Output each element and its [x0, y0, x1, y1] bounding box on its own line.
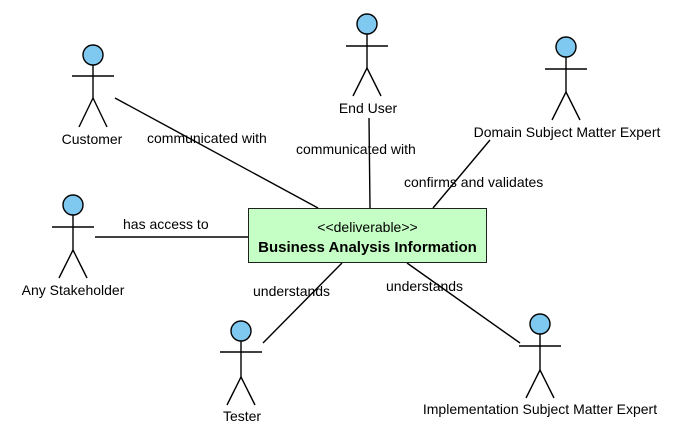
actor-label-customer: Customer — [61, 131, 123, 147]
actor-domain-sme-icon — [545, 36, 587, 121]
actor-label-any-stakeholder: Any Stakeholder — [21, 282, 125, 298]
deliverable-stereotype: <<deliverable>> — [317, 219, 418, 235]
assoc-label-domain-sme: confirms and validates — [404, 174, 544, 190]
assoc-label-impl-sme: understands — [386, 278, 464, 294]
assoc-label-any-stakeholder: has access to — [123, 216, 209, 232]
deliverable-name: Business Analysis Information — [258, 239, 477, 256]
actor-customer-icon — [72, 44, 114, 128]
actor-label-end-user: End User — [338, 100, 398, 116]
deliverable-box[interactable]: <<deliverable>> Business Analysis Inform… — [248, 208, 487, 263]
assoc-line-domain-sme — [432, 139, 491, 209]
actor-end-user-icon — [346, 13, 388, 97]
actor-label-domain-sme: Domain Subject Matter Expert — [473, 124, 661, 140]
actor-impl-sme-icon — [519, 313, 561, 399]
actor-any-stakeholder-icon — [52, 194, 94, 279]
actor-label-tester: Tester — [222, 408, 262, 424]
assoc-label-tester: understands — [253, 283, 331, 299]
assoc-label-customer: communicated with — [147, 130, 267, 146]
assoc-line-tester — [262, 262, 343, 344]
actor-label-impl-sme: Implementation Subject Matter Expert — [422, 401, 658, 417]
assoc-line-customer — [114, 97, 319, 209]
assoc-line-end-user — [368, 117, 371, 209]
assoc-line-impl-sme — [406, 262, 521, 344]
actor-tester-icon — [220, 320, 262, 406]
assoc-label-end-user: communicated with — [296, 141, 416, 157]
